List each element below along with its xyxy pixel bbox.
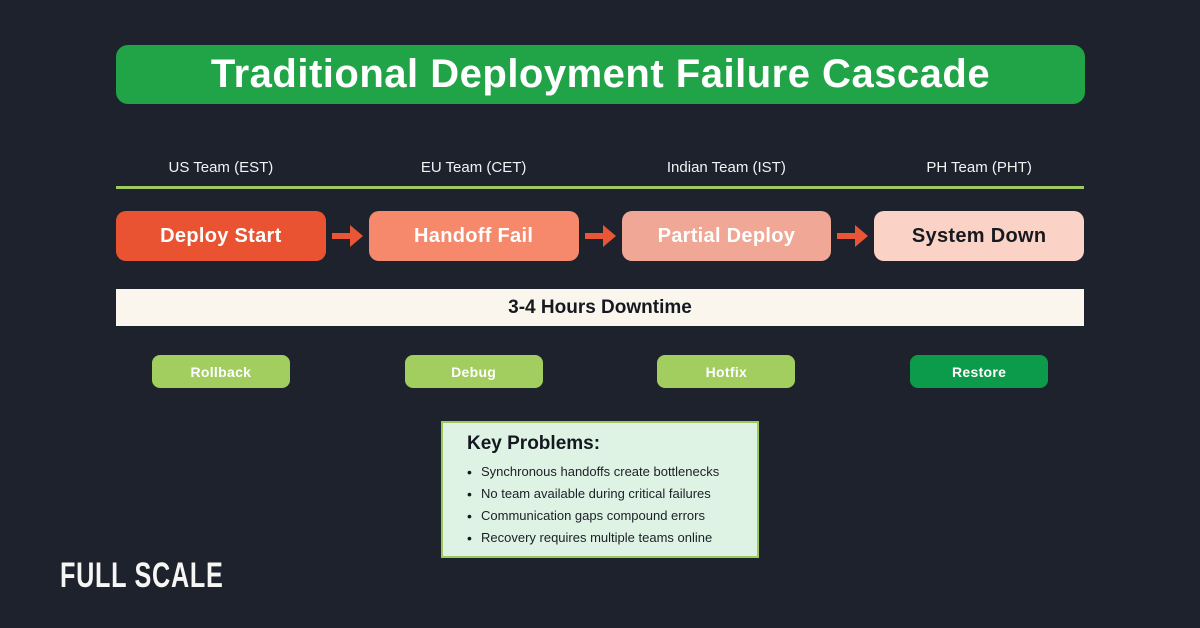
team-label-eu: EU Team (CET) — [420, 158, 527, 176]
hotfix-badge: Hotfix — [657, 355, 796, 388]
full-scale-logo: FULL SCALE — [60, 556, 224, 595]
recovery-actions-row: Rollback Debug Hotfix Restore — [116, 355, 1084, 388]
key-problem-item: Recovery requires multiple teams online — [467, 527, 741, 549]
team-label-ph: PH Team (PHT) — [926, 158, 1032, 176]
key-problems-panel: Key Problems: Synchronous handoffs creat… — [441, 421, 759, 558]
page-title: Traditional Deployment Failure Cascade — [210, 52, 991, 96]
arrow-icon — [326, 225, 369, 247]
flow-step-deploy-start: Deploy Start — [116, 211, 326, 261]
flow-step-handoff-fail: Handoff Fail — [368, 211, 579, 261]
downtime-text: 3-4 Hours Downtime — [508, 296, 692, 318]
key-problems-title: Key Problems: — [467, 433, 601, 454]
team-labels-row: US Team (EST) EU Team (CET) Indian Team … — [116, 156, 1084, 178]
key-problem-item: No team available during critical failur… — [467, 483, 741, 505]
key-problem-item: Communication gaps compound errors — [467, 505, 741, 527]
title-banner: Traditional Deployment Failure Cascade — [116, 45, 1085, 104]
timezone-divider-line — [116, 186, 1084, 189]
restore-badge: Restore — [910, 355, 1049, 388]
flow-step-system-down: System Down — [874, 211, 1084, 261]
team-label-india: Indian Team (IST) — [666, 158, 786, 176]
debug-badge: Debug — [404, 355, 543, 388]
arrow-icon — [831, 225, 874, 247]
team-label-us: US Team (EST) — [168, 158, 274, 176]
arrow-icon — [579, 225, 622, 247]
flow-step-partial-deploy: Partial Deploy — [621, 211, 832, 261]
key-problem-item: Synchronous handoffs create bottlenecks — [467, 461, 741, 483]
downtime-banner: 3-4 Hours Downtime — [116, 289, 1084, 326]
rollback-badge: Rollback — [151, 355, 290, 388]
failure-cascade-row: Deploy Start Handoff Fail Partial Deploy… — [116, 211, 1084, 261]
